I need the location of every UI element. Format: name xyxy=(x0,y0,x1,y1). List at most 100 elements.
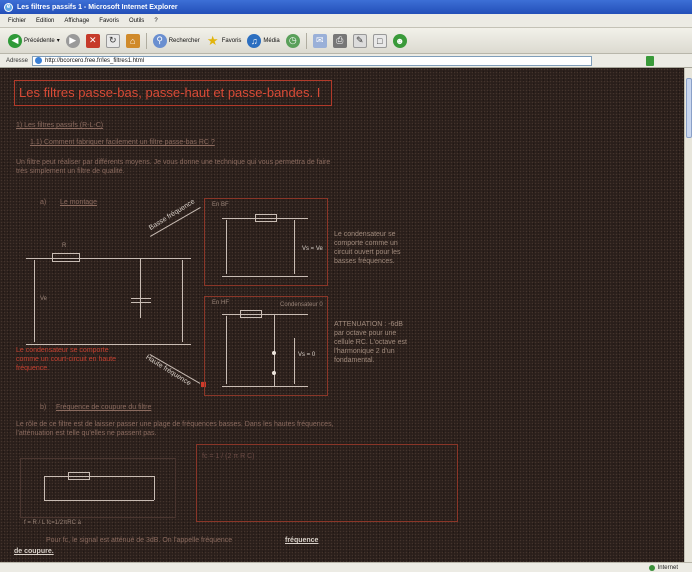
stop-button[interactable]: ✕ xyxy=(85,33,100,48)
cutoff-left-wire xyxy=(44,476,45,500)
vs-arrow xyxy=(182,260,183,342)
address-label: Adresse xyxy=(6,57,29,64)
cutoff-circuit-box xyxy=(20,458,176,518)
home-button[interactable]: ⌂ xyxy=(125,33,140,48)
cutoff-formula-left: f = R / L fc=1/2πRC à xyxy=(24,520,81,526)
bf-bottom-wire xyxy=(222,276,308,277)
red-note: Le condensateur se comporte comme un cou… xyxy=(16,347,116,372)
r-label: R xyxy=(62,243,67,249)
bf-equivalent-box xyxy=(204,198,328,286)
back-arrow-icon: ◀ xyxy=(8,33,22,48)
address-bar: Adresse http://bcorcero.free.fr/les_filt… xyxy=(0,54,692,68)
internet-zone-icon xyxy=(648,564,655,571)
vs-equals-zero: Vs = 0 xyxy=(298,352,316,358)
favorites-button-label: Favoris xyxy=(221,37,242,44)
ie-logo-icon: e xyxy=(4,2,13,12)
formula-text: fc = 1 / (2 π R C) xyxy=(202,453,255,460)
messenger-button[interactable]: ☻ xyxy=(392,33,407,48)
page-title: Les filtres passe-bas, passe-haut et pas… xyxy=(14,80,332,106)
hf-resistor xyxy=(240,310,262,318)
media-button[interactable]: ♫ Média xyxy=(247,33,280,48)
hf-node-dot xyxy=(272,371,276,375)
search-button[interactable]: ⚲ Rechercher xyxy=(152,33,200,48)
forward-button[interactable]: ▶ xyxy=(65,33,80,48)
discuss-button[interactable]: □ xyxy=(372,33,387,48)
hf-top-wire xyxy=(222,314,308,315)
address-url: http://bcorcero.free.fr/les_filtres1.htm… xyxy=(45,57,145,64)
ve-label: Ve xyxy=(40,296,48,302)
edit-button[interactable]: ✎ xyxy=(352,33,367,48)
frequency-link[interactable]: fréquence xyxy=(285,537,319,544)
section1-heading[interactable]: 1) Les filtres passifs (R-L-C) xyxy=(16,122,104,129)
intro-paragraph: Un filtre peut réaliser par différents m… xyxy=(16,159,331,175)
subsection-a-number: a) xyxy=(40,199,47,206)
hf-bottom-wire xyxy=(222,386,308,387)
cutoff-bottom-wire xyxy=(44,500,154,501)
hf-short-wire xyxy=(274,314,275,386)
toolbar: ◀ Précédente ▾ ▶ ✕ ↻ ⌂ ⚲ Rechercher ★ Fa… xyxy=(0,28,692,54)
bottom-sentence: Pour fc, le signal est atténué de 3dB. O… xyxy=(46,537,233,544)
menu-fichier[interactable]: Fichier xyxy=(8,17,27,24)
status-bar: Internet xyxy=(0,562,692,572)
question-heading[interactable]: 1.1) Comment fabriquer facilement un fil… xyxy=(30,139,215,146)
go-button[interactable] xyxy=(646,55,655,66)
bf-vs-arrow xyxy=(294,220,295,274)
history-button[interactable]: ◷ xyxy=(285,33,300,48)
diag-label-top: Basse fréquence xyxy=(148,198,197,232)
back-dropdown-icon[interactable]: ▾ xyxy=(56,38,60,44)
page-viewport: Les filtres passe-bas, passe-haut et pas… xyxy=(0,68,684,562)
media-icon: ♫ xyxy=(247,33,262,48)
cutoff-link[interactable]: de coupure. xyxy=(14,548,54,555)
menu-outils[interactable]: Outils xyxy=(128,17,145,24)
search-button-label: Rechercher xyxy=(168,37,200,44)
hf-equivalent-box xyxy=(204,296,328,396)
capacitor-c xyxy=(131,298,151,303)
page-icon xyxy=(35,57,43,64)
bf-ve-arrow xyxy=(226,220,227,274)
vs-equals-ve: Vs = Ve xyxy=(302,246,323,252)
circuit-bottom-wire xyxy=(26,344,191,345)
vertical-scrollbar[interactable] xyxy=(684,68,692,562)
mail-button[interactable]: ✉ xyxy=(312,33,327,48)
cutoff-right-wire xyxy=(154,476,155,500)
toolbar-separator xyxy=(145,32,147,49)
cutoff-top-wire xyxy=(44,476,154,477)
side-note-attenuation: ATTENUATION : -6dB par octave pour une c… xyxy=(334,321,407,364)
media-button-label: Média xyxy=(263,37,280,44)
formula-explanation-box xyxy=(196,444,458,522)
circuit-top-wire xyxy=(26,258,191,259)
window-title: Les filtres passifs 1 - Microsoft Intern… xyxy=(17,3,178,11)
menu-bar: Fichier Edition Affichage Favoris Outils… xyxy=(0,14,692,28)
subsection-b-title[interactable]: Fréquence de coupure du filtre xyxy=(56,404,152,411)
hf-box-label: En HF xyxy=(212,300,230,306)
favorites-button[interactable]: ★ Favoris xyxy=(206,33,242,48)
diag-label-bottom: Haute fréquence xyxy=(144,354,192,388)
circuit-vertical-wire xyxy=(140,258,141,318)
scrollbar-thumb[interactable] xyxy=(686,78,692,138)
hf-vs-arrow xyxy=(294,338,295,384)
subsection-b-number: b) xyxy=(40,404,47,411)
toolbar-separator xyxy=(305,32,307,49)
back-button[interactable]: ◀ Précédente ▾ xyxy=(8,33,60,48)
back-button-label: Précédente xyxy=(24,37,55,44)
resistor-r xyxy=(52,253,80,262)
bf-top-wire xyxy=(222,218,308,219)
menu-favoris[interactable]: Favoris xyxy=(99,17,119,24)
hf-node-dot xyxy=(272,351,276,355)
address-input[interactable]: http://bcorcero.free.fr/les_filtres1.htm… xyxy=(32,55,593,66)
hf-box-sublabel: Condensateur 0 xyxy=(280,302,323,308)
ve-arrow xyxy=(34,260,35,342)
menu-help[interactable]: ? xyxy=(154,17,158,24)
status-zone: Internet xyxy=(657,564,678,571)
menu-edition[interactable]: Edition xyxy=(36,17,55,24)
menu-affichage[interactable]: Affichage xyxy=(64,17,90,24)
subsection-a-title[interactable]: Le montage xyxy=(60,199,97,206)
side-note-bf: Le condensateur se comporte comme un cir… xyxy=(334,231,401,265)
refresh-button[interactable]: ↻ xyxy=(105,33,120,48)
red-arrow-marker xyxy=(201,382,206,387)
paragraph-b: Le rôle de ce filtre est de laisser pass… xyxy=(16,421,334,437)
bf-resistor xyxy=(255,214,277,222)
print-button[interactable]: ⎙ xyxy=(332,33,347,48)
bf-box-label: En BF xyxy=(212,202,229,208)
search-icon: ⚲ xyxy=(152,33,167,48)
